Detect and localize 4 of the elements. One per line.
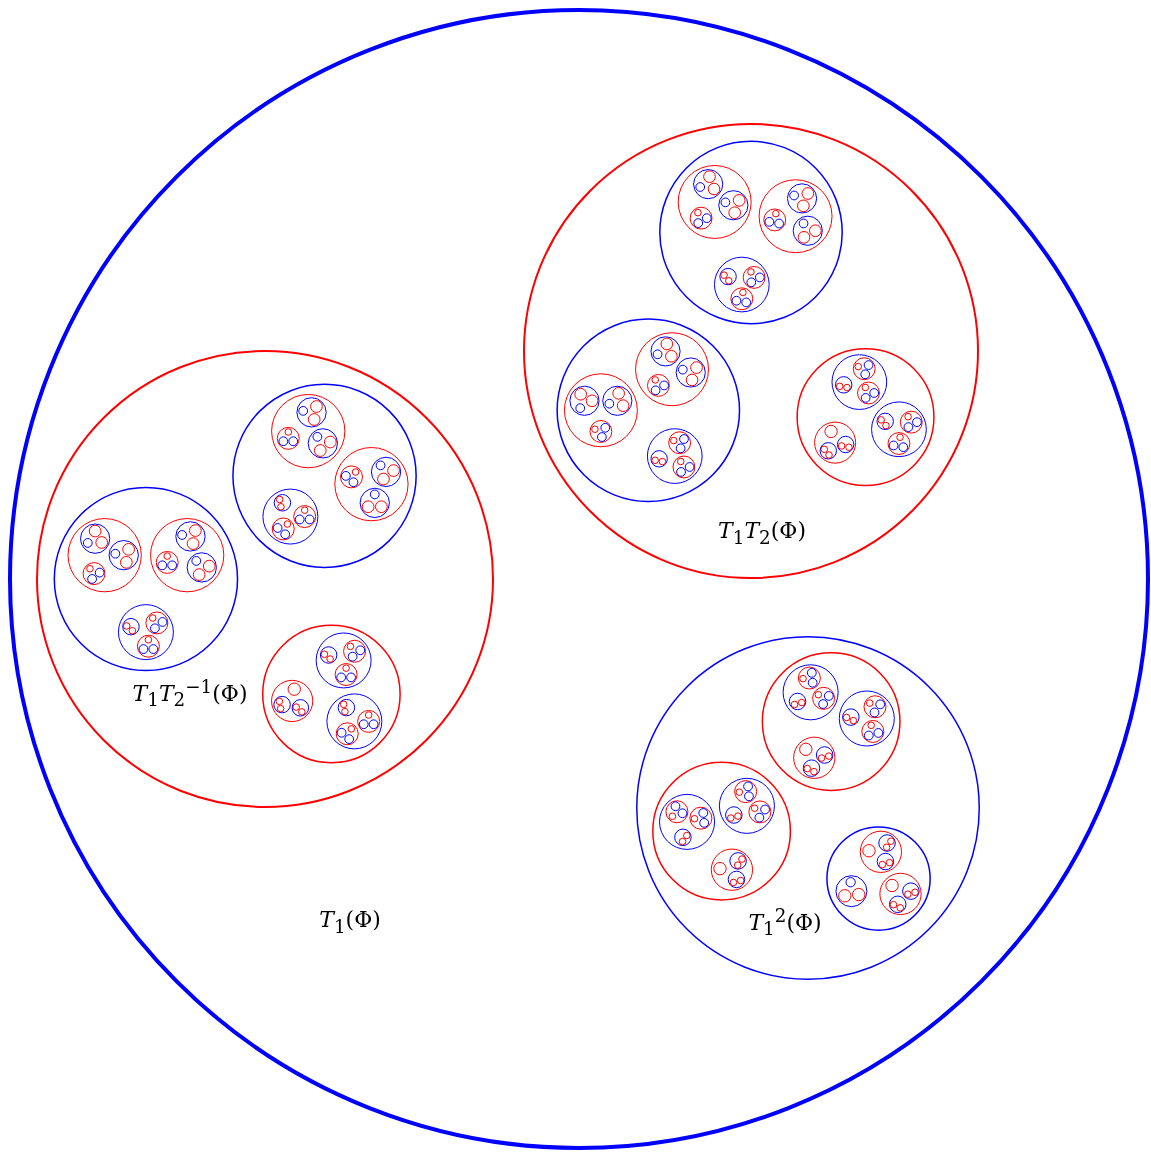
circle-label: T$_{1}$$^{2}$(Φ) (748, 904, 822, 940)
circle-label: T$_{1}$T$_{2}$$^{−1}$(Φ) (132, 675, 248, 711)
circle-label: T$_{1}$T$_{2}$(Φ) (718, 518, 806, 548)
circle-label: T$_{1}$(Φ) (319, 907, 381, 937)
